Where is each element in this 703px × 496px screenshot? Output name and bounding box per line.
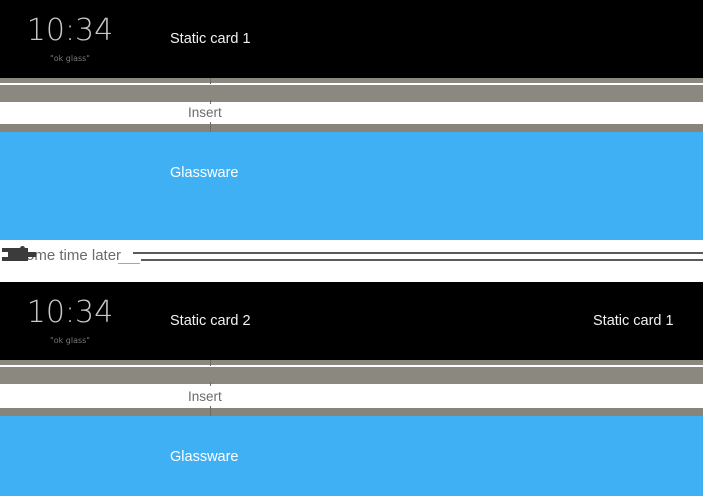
connector-tick-after-top	[210, 360, 211, 366]
band-gray-body-before	[0, 85, 703, 102]
band-white-after	[0, 384, 703, 408]
divider-rule-upper	[133, 252, 703, 254]
band-gray-top-after	[0, 360, 703, 365]
section-divider: Some time later	[0, 240, 703, 282]
band-gray-bottom-after	[0, 408, 703, 416]
clock-time: 10:34	[26, 294, 114, 330]
clock-voice-hint: "ok glass"	[50, 335, 90, 345]
clock-time: 10:34	[26, 12, 114, 48]
divider-marker-icon	[2, 245, 36, 265]
band-white-before	[0, 102, 703, 124]
timeline-strip-after: 10:34 "ok glass" Static card 2 Static ca…	[0, 282, 703, 360]
band-hairline-after	[0, 365, 703, 367]
band-gray-body-after	[0, 367, 703, 384]
band-hairline-before	[0, 83, 703, 85]
connector-tick-before-mid	[210, 100, 211, 104]
glassware-block-before[interactable]: Glassware	[0, 132, 703, 240]
glassware-label-after: Glassware	[170, 449, 239, 465]
timeline-strip-before: 10:34 "ok glass" Static card 1	[0, 0, 703, 78]
band-gray-bottom-before	[0, 124, 703, 132]
clock-card-after[interactable]: 10:34 "ok glass"	[0, 282, 140, 360]
divider-rule-stub	[118, 263, 140, 264]
timeline-card-static-card-1[interactable]: Static card 1	[170, 31, 251, 47]
glassware-label-before: Glassware	[170, 165, 239, 181]
band-gray-top-before	[0, 78, 703, 83]
timeline-card-static-card-1[interactable]: Static card 1	[593, 313, 674, 329]
insert-label-before: Insert	[188, 105, 222, 120]
insert-label-after: Insert	[188, 389, 222, 404]
connector-tick-before-top	[210, 78, 211, 84]
connector-tick-after-bottom	[210, 406, 211, 416]
glassware-block-after[interactable]: Glassware	[0, 416, 703, 496]
connector-tick-after-mid	[210, 382, 211, 386]
divider-rule-lower	[141, 259, 703, 261]
clock-card-before[interactable]: 10:34 "ok glass"	[0, 0, 140, 78]
clock-voice-hint: "ok glass"	[50, 53, 90, 63]
connector-tick-before-bottom	[210, 122, 211, 132]
divider-label: Some time later	[16, 247, 122, 264]
timeline-card-static-card-2[interactable]: Static card 2	[170, 313, 251, 329]
